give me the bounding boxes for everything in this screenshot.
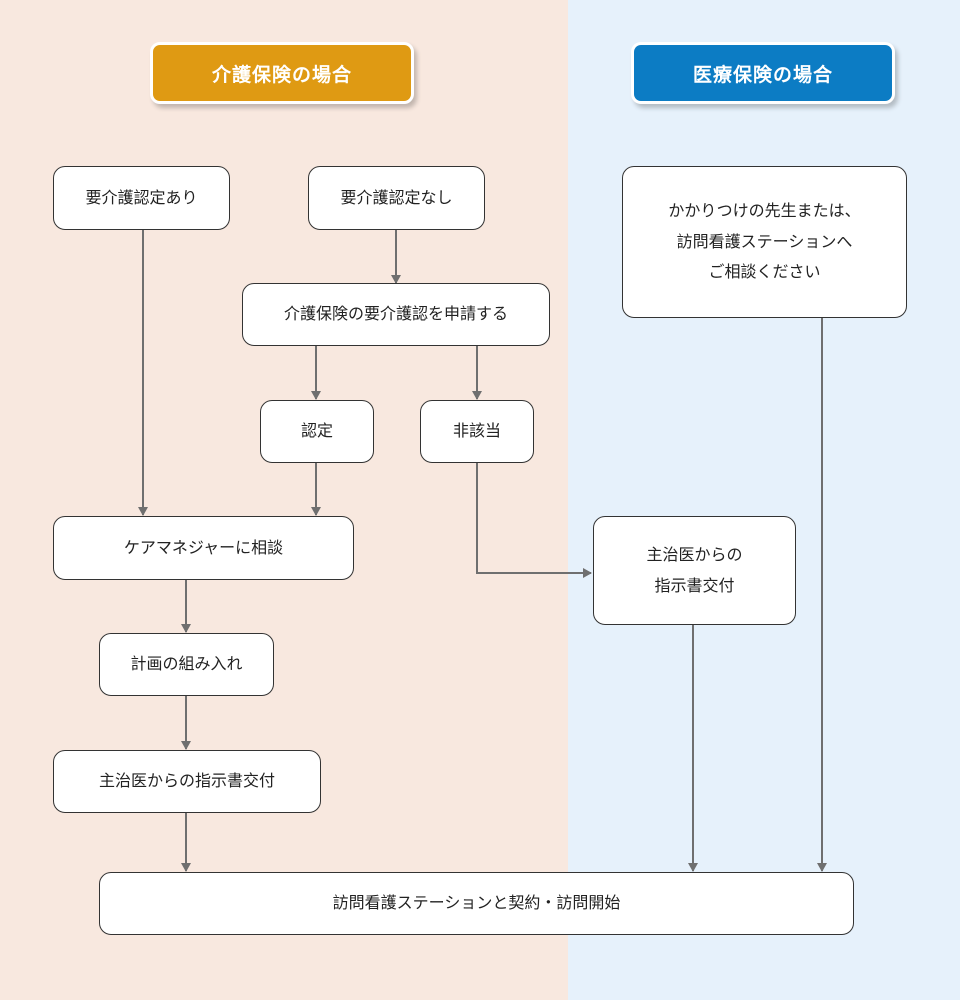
- node-contract-start-label: 訪問看護ステーションと契約・訪問開始: [332, 893, 621, 913]
- node-apply: 介護保険の要介護認を申請する: [242, 283, 550, 346]
- node-approved: 認定: [260, 400, 374, 463]
- node-doctor-instruction-medical-line-2: 指示書交付: [654, 575, 735, 595]
- care-insurance-header: 介護保険の場合: [150, 42, 414, 104]
- medical-insurance-header: 医療保険の場合: [631, 42, 895, 104]
- node-contract-start: 訪問看護ステーションと契約・訪問開始: [99, 872, 854, 935]
- node-consult-doctor-line-2: 訪問看護ステーションへ: [676, 231, 853, 251]
- medical-insurance-header-label: 医療保険の場合: [692, 63, 833, 86]
- node-doctor-instruction-care: 主治医からの指示書交付: [53, 750, 321, 813]
- node-not-certified: 要介護認定なし: [308, 166, 485, 230]
- node-consult-doctor: かかりつけの先生または、 訪問看護ステーションへ ご相談ください: [622, 166, 907, 318]
- node-plan-inclusion-label: 計画の組み入れ: [130, 654, 243, 674]
- node-certified: 要介護認定あり: [53, 166, 230, 230]
- node-doctor-instruction-care-label: 主治医からの指示書交付: [98, 771, 275, 791]
- node-not-applicable-label: 非該当: [452, 421, 501, 441]
- node-consult-care-manager: ケアマネジャーに相談: [53, 516, 354, 580]
- node-not-applicable: 非該当: [420, 400, 534, 463]
- node-apply-label: 介護保険の要介護認を申請する: [283, 304, 508, 324]
- arrow-not-applicable-to-doctor-instruction: [476, 463, 592, 578]
- node-plan-inclusion: 計画の組み入れ: [99, 633, 274, 696]
- node-doctor-instruction-medical-line-1: 主治医からの: [646, 545, 743, 565]
- node-doctor-instruction-medical: 主治医からの 指示書交付: [593, 516, 796, 625]
- node-not-certified-label: 要介護認定なし: [340, 187, 453, 207]
- node-certified-label: 要介護認定あり: [85, 187, 198, 207]
- node-approved-label: 認定: [300, 421, 333, 441]
- care-insurance-header-label: 介護保険の場合: [211, 63, 352, 86]
- node-consult-doctor-line-3: ご相談ください: [708, 262, 821, 282]
- node-consult-care-manager-label: ケアマネジャーに相談: [123, 537, 284, 557]
- node-consult-doctor-line-1: かかりつけの先生または、: [668, 201, 861, 221]
